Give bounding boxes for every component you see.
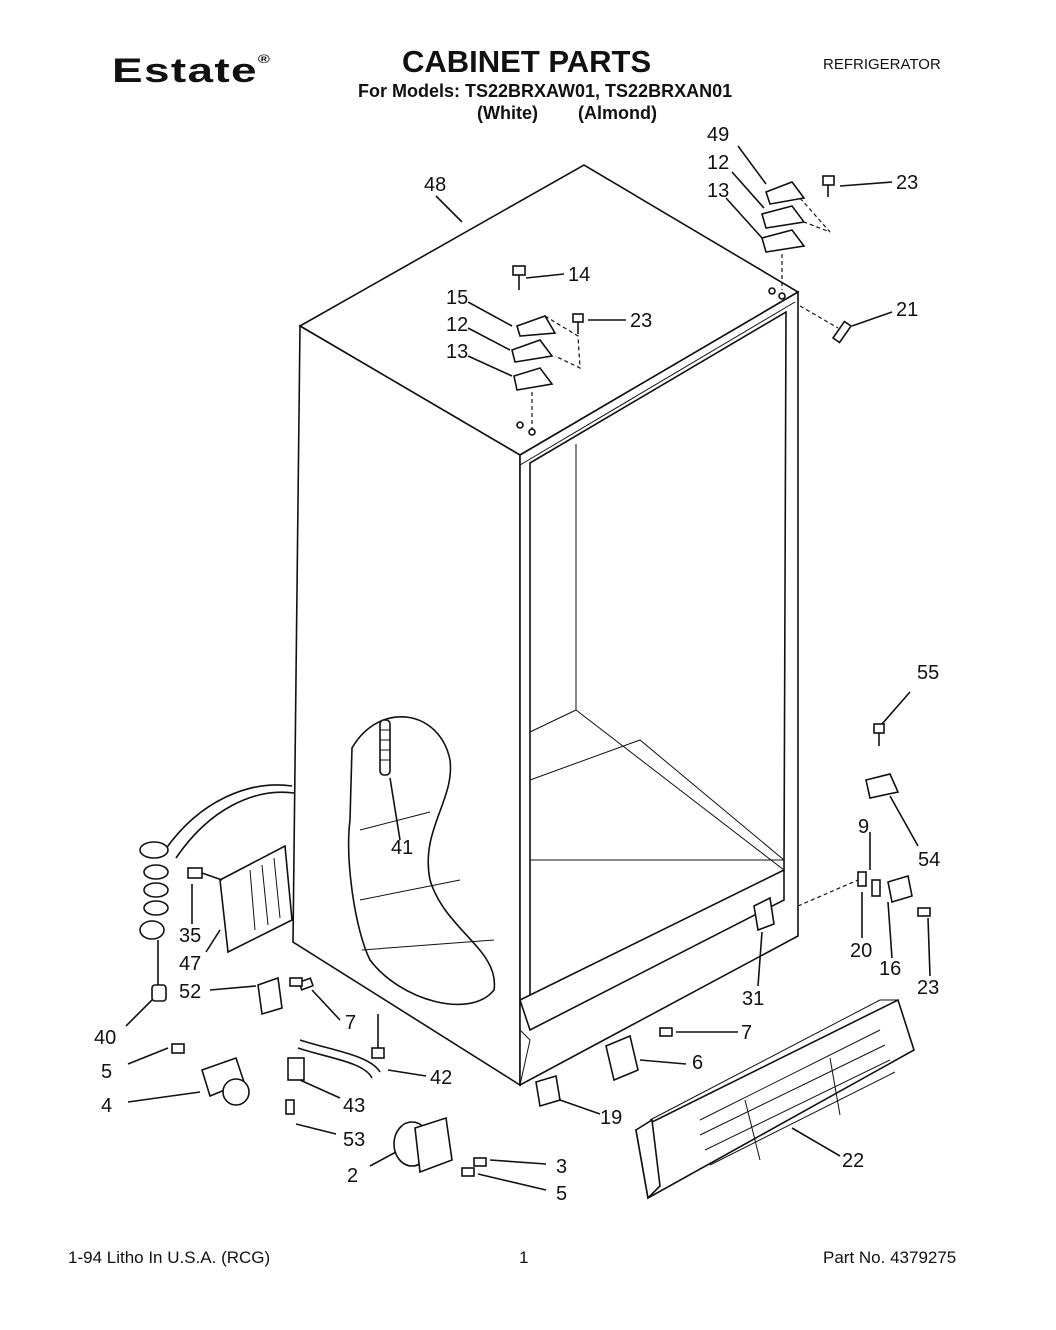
callout-23-top-right: 23 (896, 172, 918, 194)
callout-7-left: 7 (345, 1012, 356, 1034)
callout-42: 42 (430, 1067, 452, 1089)
callout-9: 9 (858, 816, 869, 838)
callout-15: 15 (446, 287, 468, 309)
callout-31: 31 (742, 988, 764, 1010)
cabinet-parts-diagram: 48 49 12 13 23 14 15 12 13 23 21 55 41 9… (94, 124, 940, 1205)
footer-print-info: 1-94 Litho In U.S.A. (RCG) (68, 1248, 271, 1267)
callout-23-top-left: 23 (630, 310, 652, 332)
callout-20: 20 (850, 940, 872, 962)
callout-labels: 48 49 12 13 23 14 15 12 13 23 21 55 41 9… (94, 124, 940, 1205)
roller-part-4 (171, 1043, 250, 1106)
callout-12-top-right: 12 (707, 152, 729, 174)
brand-name: Estate (112, 52, 258, 90)
footer-part-number: Part No. 4379275 (823, 1248, 957, 1267)
callout-43: 43 (343, 1095, 365, 1117)
callout-2: 2 (347, 1165, 358, 1187)
control-box (187, 844, 293, 954)
color-white-label: (White) (477, 103, 538, 123)
callout-47: 47 (179, 953, 201, 975)
callout-35: 35 (179, 925, 201, 947)
bracket-part-31 (753, 896, 775, 932)
drain-coil-part (379, 719, 391, 776)
cabinet-body (292, 164, 800, 1087)
callout-3: 3 (556, 1156, 567, 1178)
callout-53: 53 (343, 1129, 365, 1151)
callout-13-top-left: 13 (446, 341, 468, 363)
callout-4: 4 (101, 1095, 112, 1117)
callout-48: 48 (424, 174, 446, 196)
callout-6: 6 (692, 1052, 703, 1074)
registered-mark: ® (257, 52, 272, 66)
page-title: CABINET PARTS (402, 44, 652, 79)
callout-7-right: 7 (741, 1022, 752, 1044)
callout-22: 22 (842, 1150, 864, 1172)
power-cord (139, 784, 295, 1002)
bracket-part-52 (257, 976, 315, 1016)
callout-49: 49 (707, 124, 729, 146)
leveler-bracket-part-6 (289, 977, 673, 1108)
toe-grille-part-22 (635, 998, 915, 1200)
model-numbers: For Models: TS22BRXAW01, TS22BRXAN01 (358, 81, 733, 101)
callout-16: 16 (879, 958, 901, 980)
appliance-category: REFRIGERATOR (823, 56, 941, 73)
color-almond-label: (Almond) (578, 103, 657, 123)
drain-tube-assembly (285, 1014, 385, 1115)
callout-12-top-left: 12 (446, 314, 468, 336)
callout-54: 54 (918, 849, 940, 871)
callout-13-top-right: 13 (707, 180, 729, 202)
pin-part-21 (799, 305, 853, 344)
cabinet-cutout (347, 716, 496, 1006)
leader-lines (125, 145, 931, 1191)
brand-logo: Estate® (112, 52, 271, 91)
callout-5-bottom: 5 (556, 1183, 567, 1205)
top-hinge-left (511, 265, 584, 430)
callout-55: 55 (917, 662, 939, 684)
callout-5-left: 5 (101, 1061, 112, 1083)
callout-21: 21 (896, 299, 918, 321)
callout-52: 52 (179, 981, 201, 1003)
callout-40: 40 (94, 1027, 116, 1049)
callout-41: 41 (391, 837, 413, 859)
footer-page-number: 1 (519, 1248, 529, 1267)
roller-bracket-part-2 (393, 1116, 487, 1177)
callout-14: 14 (568, 264, 590, 286)
callout-19: 19 (600, 1107, 622, 1129)
callout-23-right: 23 (917, 977, 939, 999)
top-hinge-right (761, 175, 835, 290)
right-hinge-parts (797, 723, 931, 917)
